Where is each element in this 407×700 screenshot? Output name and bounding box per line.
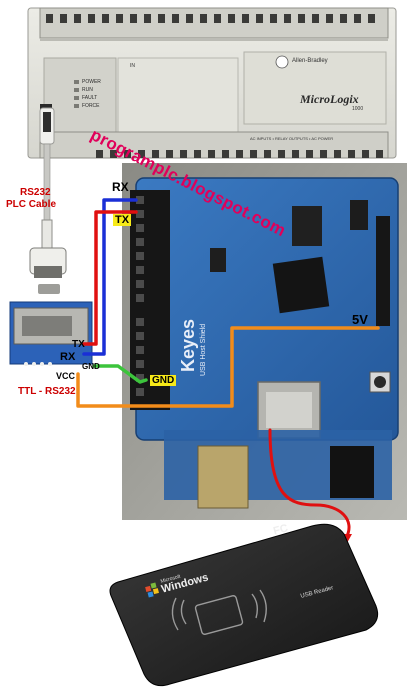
ab-logo-icon	[275, 55, 289, 69]
plc-in-label: IN	[130, 63, 135, 69]
wire-tx	[82, 210, 138, 346]
tx-mid-label: TX	[72, 339, 85, 350]
wire-gnd	[92, 364, 148, 384]
board-brand: Keyes	[178, 318, 198, 372]
usb-host-shield	[130, 177, 399, 509]
plc-bottom-label: AC INPUTS • RELAY OUTPUTS • AC POWER	[250, 136, 334, 141]
5v-label: 5V	[352, 312, 368, 327]
plc-model-sub: 1000	[352, 106, 364, 112]
rs232-cable-label-line2: PLC Cable	[6, 199, 57, 210]
ttl-rs232-module	[9, 301, 93, 366]
led-label-force: FORCE	[82, 103, 100, 109]
gnd-small-label: GND	[82, 362, 100, 371]
plc-model: MicroLogix	[300, 92, 359, 106]
gnd-wire-label: GND	[150, 375, 177, 386]
plc-status-leds	[74, 80, 79, 108]
rfid-card-icon	[171, 589, 267, 635]
plc-bottom-terminals	[96, 150, 383, 158]
windows-logo-icon	[145, 582, 159, 598]
wires	[76, 198, 380, 552]
usb-connection-arrow	[268, 428, 351, 540]
plc-top-terminals	[46, 14, 375, 23]
vcc-label: VCC	[56, 371, 76, 381]
rx-mid-label: RX	[60, 351, 76, 363]
rx-top-label: RX	[112, 180, 129, 194]
plc-brand: Allen-Bradley	[292, 58, 328, 64]
rs232-cable-label-line1: RS232	[20, 187, 51, 198]
led-label-power: POWER	[82, 79, 101, 85]
ttl-rs232-label: TTL - RS232	[18, 386, 76, 397]
led-label-fault: FAULT	[82, 95, 98, 101]
tx-top-label: TX	[113, 214, 132, 226]
wire-rx	[82, 198, 138, 356]
plc-status-list: POWER RUN FAULT FORCE	[82, 78, 101, 110]
rs232-cable	[29, 107, 67, 294]
plc-unit	[27, 7, 397, 159]
led-label-run: RUN	[82, 87, 93, 93]
wire-5v	[76, 326, 380, 408]
board-sub: USB Host Shield	[200, 323, 207, 376]
usb-rfid-reader	[109, 523, 379, 687]
